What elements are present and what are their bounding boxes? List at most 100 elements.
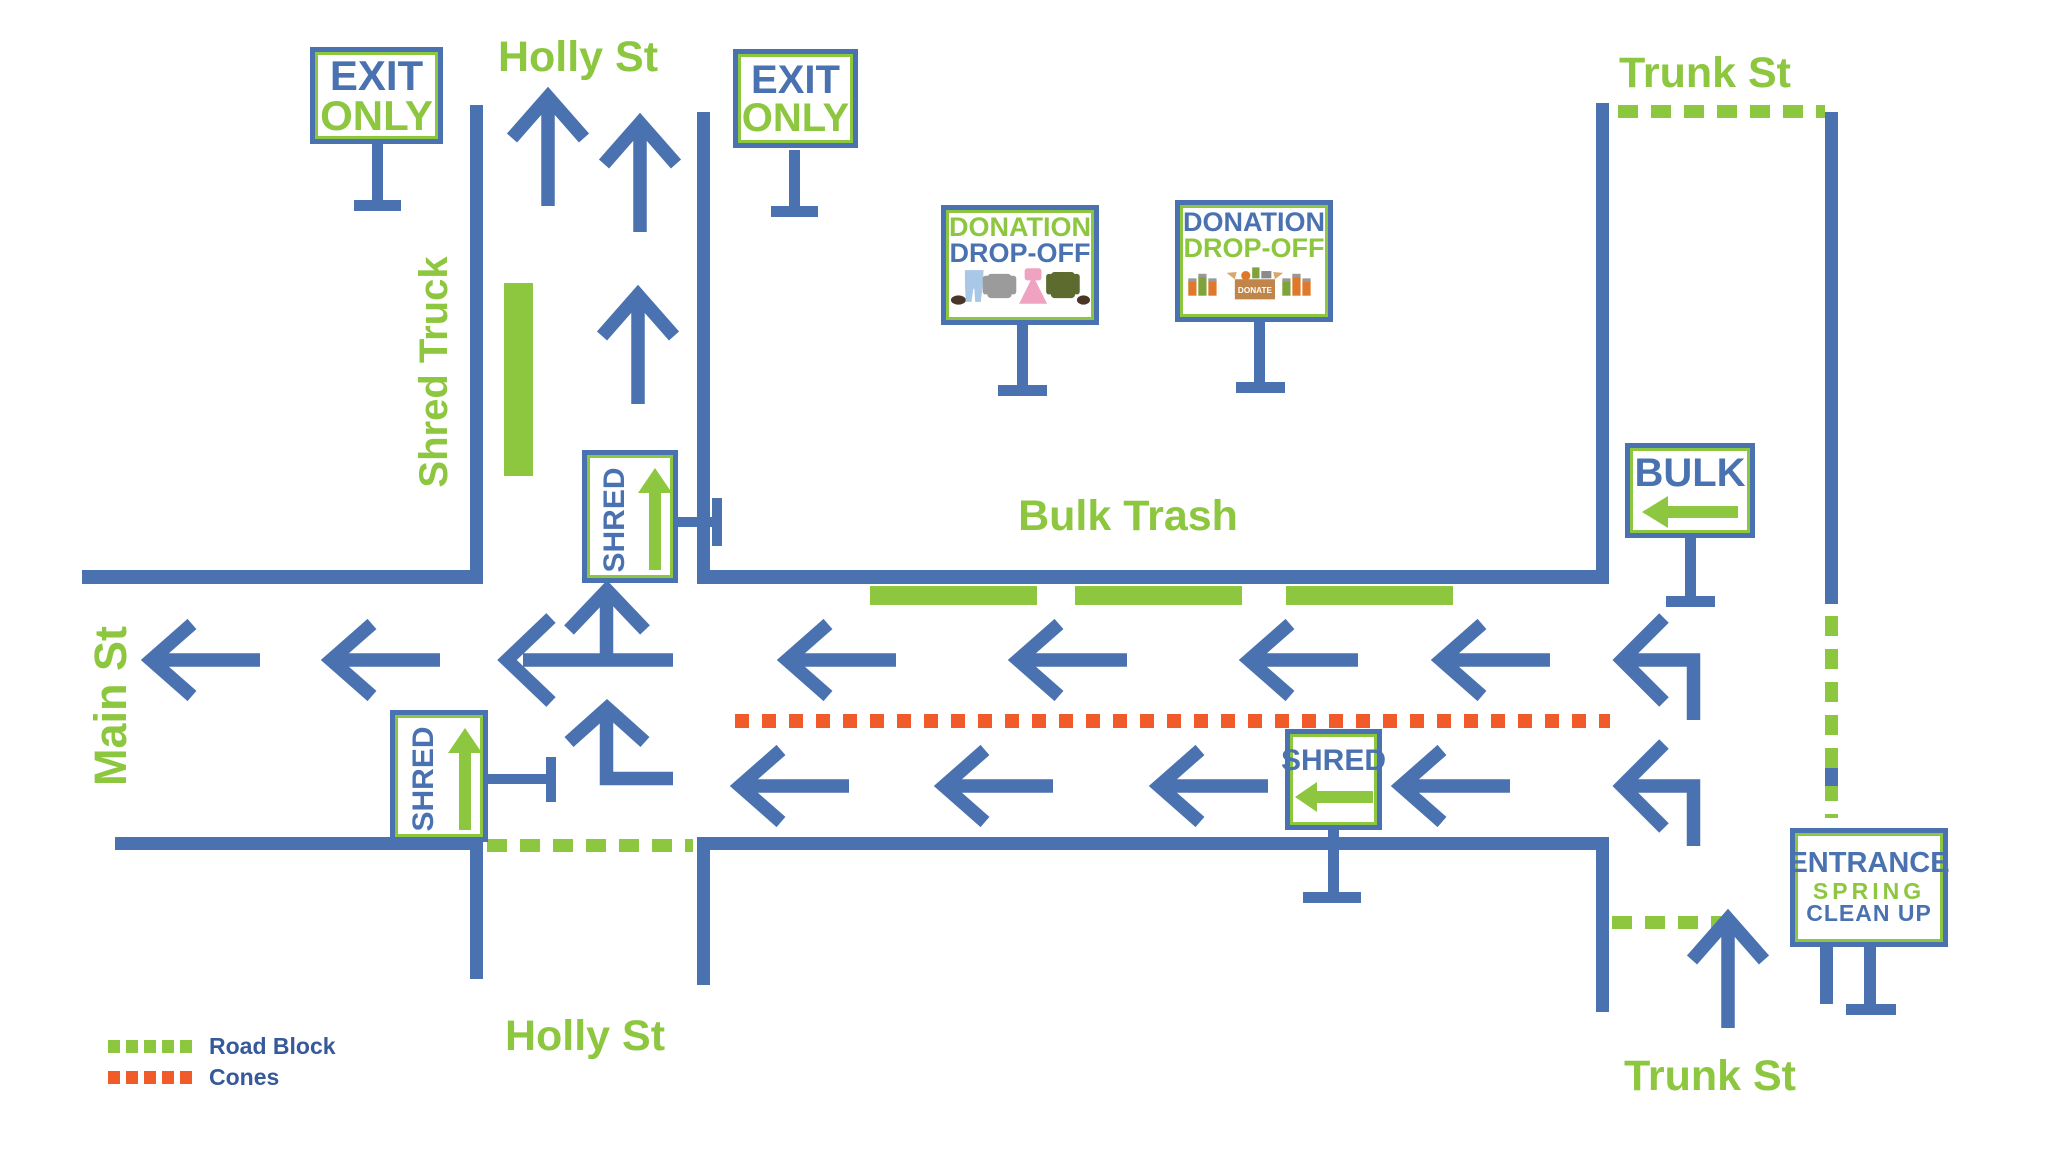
main-st-south-curb-east	[697, 837, 1609, 850]
arrow-turn-up-icon	[564, 698, 673, 786]
sign-post-base	[771, 206, 818, 217]
trunk-st-bottom-left-curb	[1596, 837, 1609, 1012]
clothes-clipart	[950, 268, 1090, 305]
only-text: ONLY	[320, 91, 433, 139]
road-block-label: Road Block	[209, 1033, 336, 1059]
arrow-left-icon	[1430, 618, 1550, 702]
sign-post-base	[1303, 892, 1361, 903]
sign-post-base	[1846, 1004, 1896, 1015]
legend-road-block: Road Block	[108, 1033, 336, 1060]
trunk-st-left-curb	[1596, 103, 1609, 584]
entrance-text: ENTRANCE	[1788, 846, 1950, 879]
holly-st-top-left-curb	[470, 105, 483, 584]
arrow-turn-left-from-south-icon	[1612, 739, 1701, 846]
road-block-swatch	[108, 1040, 194, 1053]
cones-swatch	[108, 1071, 194, 1084]
sign-post	[789, 150, 800, 208]
exit-only-sign-left: EXIT ONLY	[310, 47, 443, 144]
bulk-trash-zone-1	[870, 586, 1037, 605]
holly-st-top-right-curb	[697, 112, 710, 584]
sign-post	[678, 517, 715, 527]
road-block-trunk-right	[1825, 616, 1838, 818]
green-up-arrow-icon	[448, 728, 482, 830]
shred-truck-zone-bar	[504, 283, 533, 476]
shred-text-vertical: SHRED	[407, 726, 440, 832]
sign-post	[1685, 538, 1696, 598]
trunk-st-bottom-label: Trunk St	[1623, 1052, 1797, 1100]
shred-truck-label: Shred Truck	[412, 256, 456, 488]
road-block-trunk-top	[1618, 105, 1825, 118]
shred-text-vertical: SHRED	[598, 467, 631, 573]
arrow-up-icon	[596, 284, 680, 404]
bulk-text: BULK	[1634, 450, 1746, 495]
arrow-left-icon	[320, 618, 440, 702]
exit-only-sign-right: EXIT ONLY	[733, 49, 858, 148]
arrow-left-icon	[1148, 744, 1268, 828]
bulk-trash-zone-2	[1075, 586, 1242, 605]
holly-st-bottom-right-curb	[697, 837, 710, 985]
holly-st-bottom-label: Holly St	[504, 1012, 666, 1060]
bulk-trash-road-north-curb	[697, 570, 1609, 584]
arrow-left-icon	[140, 618, 260, 702]
sign-post-base	[1236, 382, 1285, 393]
green-up-arrow-icon	[638, 468, 672, 570]
shred-text: SHRED	[1281, 744, 1387, 778]
bulk-trash-zone-3	[1286, 586, 1453, 605]
green-left-arrow-icon	[1642, 495, 1738, 528]
holly-st-bottom-left-curb	[470, 837, 483, 979]
dropoff-text: DROP-OFF	[949, 237, 1091, 268]
arrow-turn-left-from-south-icon	[1612, 613, 1701, 720]
sign-post	[488, 774, 548, 784]
sign-post-base	[998, 385, 1047, 396]
arrow-left-icon	[1390, 744, 1510, 828]
trunk-st-top-label: Trunk St	[1618, 49, 1792, 97]
road-block-holly-bottom	[487, 839, 693, 852]
arrow-left-icon	[729, 744, 849, 828]
sign-post	[1328, 830, 1339, 894]
arrow-left-icon	[933, 744, 1053, 828]
donation-text: DONATION	[949, 212, 1091, 242]
green-left-arrow-icon	[1294, 781, 1373, 812]
arrow-left-up-merge-icon	[497, 580, 673, 707]
shred-sign-east: SHRED	[1281, 729, 1386, 830]
shred-sign-holly: SHRED	[582, 450, 678, 583]
arrow-left-icon	[776, 618, 896, 702]
shred-sign-main: SHRED	[390, 710, 488, 842]
food-donation-clipart: DONATE	[1188, 267, 1311, 300]
sign-post	[1820, 946, 1833, 1004]
spring-text: SPRING	[1812, 878, 1926, 905]
sign-post	[1254, 322, 1265, 384]
bulk-trash-label: Bulk Trash	[1018, 492, 1238, 540]
bulk-sign: BULK	[1625, 443, 1755, 538]
donation-dropoff-food-sign: DONATION DROP-OFF DONATE	[1175, 200, 1333, 322]
donation-dropoff-clothes-sign: DONATION DROP-OFF	[941, 205, 1099, 325]
donate-box-label: DONATE	[1238, 286, 1273, 295]
exit-text: EXIT	[329, 51, 424, 99]
road-block-trunk-right-blue-dash	[1825, 768, 1838, 786]
arrow-up-icon	[1686, 908, 1770, 1028]
clean-up-text: CLEAN UP	[1806, 900, 1932, 927]
cones-line-main-st	[735, 714, 1610, 728]
only-text: ONLY	[741, 95, 850, 140]
holly-st-top-label: Holly St	[497, 33, 659, 81]
arrow-up-icon	[598, 112, 682, 232]
legend-cones: Cones	[108, 1064, 279, 1091]
main-st-label: Main St	[85, 626, 136, 787]
sign-post	[1017, 325, 1028, 387]
arrow-left-icon	[1238, 618, 1358, 702]
sign-post-base	[1666, 596, 1715, 607]
sign-post-base	[546, 757, 556, 802]
donation-text: DONATION	[1183, 207, 1325, 237]
sign-post-base	[354, 200, 401, 211]
road-block-trunk-bottom	[1612, 916, 1724, 929]
arrow-up-icon	[506, 86, 590, 206]
trunk-st-right-curb	[1825, 112, 1838, 604]
exit-text: EXIT	[751, 57, 840, 102]
main-st-north-curb-west	[82, 570, 483, 584]
dropoff-text: DROP-OFF	[1183, 232, 1325, 263]
sign-post	[372, 144, 383, 202]
entrance-sign: ENTRANCE SPRING CLEAN UP	[1788, 828, 1950, 947]
sign-post	[1864, 946, 1876, 1006]
sign-post-base	[712, 498, 722, 546]
